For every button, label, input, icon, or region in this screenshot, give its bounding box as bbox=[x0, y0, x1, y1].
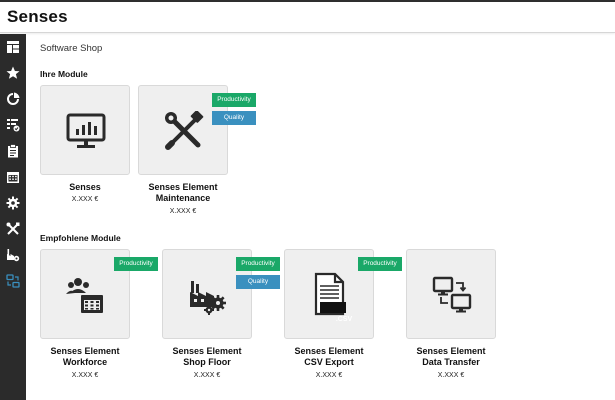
nav-calendar[interactable] bbox=[0, 164, 26, 190]
module-price-data-transfer: X.XXX € bbox=[437, 372, 465, 379]
people-calendar-icon bbox=[66, 278, 103, 313]
nav-checklists[interactable] bbox=[0, 112, 26, 138]
recommended-modules-title: Empfohlene Module bbox=[40, 233, 121, 243]
module-price-shop-floor: X.XXX € bbox=[193, 372, 221, 379]
star-icon bbox=[6, 66, 20, 79]
tag-quality: Quality bbox=[212, 111, 256, 125]
module-card-csv-export[interactable]: .CSV bbox=[284, 249, 374, 339]
breadcrumb: Software Shop bbox=[40, 43, 103, 54]
module-name-csv-export: Senses Element CSV Export bbox=[294, 346, 364, 367]
nav-shop-floor[interactable] bbox=[0, 242, 26, 268]
shop-icon bbox=[6, 274, 20, 288]
module-price-maintenance: X.XXX € bbox=[169, 208, 197, 215]
module-price-senses: X.XXX € bbox=[71, 196, 99, 203]
csv-file-label: .CSV bbox=[335, 316, 353, 323]
pie-chart-icon bbox=[7, 92, 20, 105]
module-name-workforce: Senses Element Workforce bbox=[50, 346, 120, 367]
wrench-screwdriver-icon bbox=[165, 111, 204, 150]
calendar-icon bbox=[7, 172, 19, 183]
factory-gears-icon bbox=[190, 281, 226, 315]
nav-settings[interactable] bbox=[0, 190, 26, 216]
module-card-data-transfer[interactable] bbox=[406, 249, 496, 339]
tag-productivity: Productivity bbox=[114, 257, 158, 271]
csv-file-icon bbox=[314, 272, 346, 316]
tag-quality: Quality bbox=[236, 275, 280, 289]
main-content: Software Shop Ihre Module Senses X.XXX € bbox=[26, 34, 615, 400]
tag-productivity: Productivity bbox=[212, 93, 256, 107]
tools-icon bbox=[6, 222, 20, 235]
nav-maintenance[interactable] bbox=[0, 216, 26, 242]
module-name-data-transfer: Senses Element Data Transfer bbox=[416, 346, 486, 367]
gear-icon bbox=[6, 196, 20, 210]
nav-reports[interactable] bbox=[0, 86, 26, 112]
clipboard-icon bbox=[8, 144, 18, 158]
top-border bbox=[0, 0, 615, 2]
app-header: Senses bbox=[0, 2, 615, 33]
dashboard-icon bbox=[7, 41, 19, 53]
tag-productivity: Productivity bbox=[236, 257, 280, 271]
module-card-workforce[interactable] bbox=[40, 249, 130, 339]
checklist-icon bbox=[7, 119, 20, 132]
nav-dashboard[interactable] bbox=[0, 34, 26, 60]
app-title: Senses bbox=[7, 7, 68, 26]
module-price-workforce: X.XXX € bbox=[71, 372, 99, 379]
module-price-csv-export: X.XXX € bbox=[315, 372, 343, 379]
nav-favorites[interactable] bbox=[0, 60, 26, 86]
monitor-transfer-icon bbox=[432, 276, 472, 313]
sidebar bbox=[0, 34, 26, 400]
module-name-shop-floor: Senses Element Shop Floor bbox=[172, 346, 242, 367]
module-card-shop-floor[interactable] bbox=[162, 249, 252, 339]
monitor-chart-icon bbox=[66, 113, 106, 148]
nav-software-shop[interactable] bbox=[0, 268, 26, 294]
factory-icon bbox=[7, 249, 20, 262]
nav-tasks[interactable] bbox=[0, 138, 26, 164]
module-name-senses: Senses bbox=[69, 182, 101, 192]
module-card-senses[interactable] bbox=[40, 85, 130, 175]
tag-productivity: Productivity bbox=[358, 257, 402, 271]
module-name-maintenance: Senses Element Maintenance bbox=[148, 182, 218, 203]
own-modules-title: Ihre Module bbox=[40, 69, 88, 79]
